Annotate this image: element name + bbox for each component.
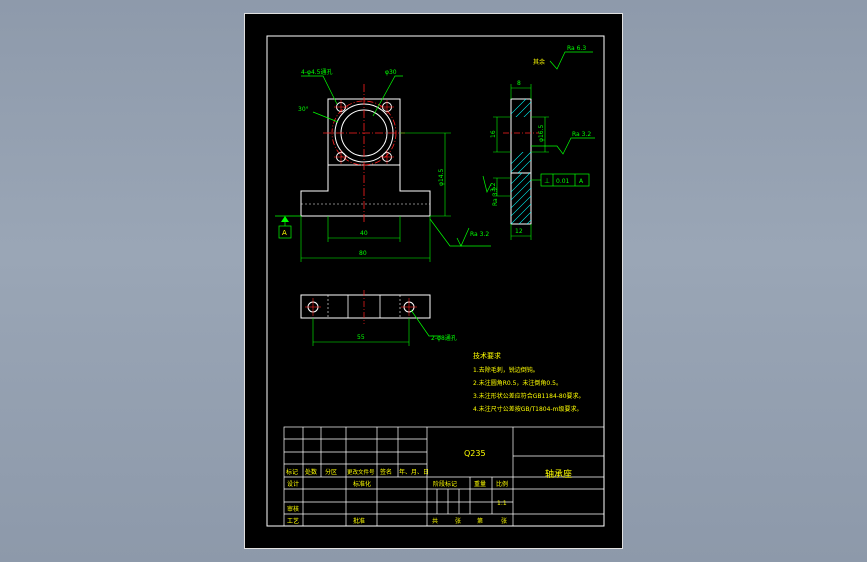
roughness-lower: Ra 3.2 — [492, 187, 499, 206]
row-review: 审核 — [287, 505, 299, 513]
notes-title: 技术要求 — [473, 351, 501, 360]
row-design: 设计 — [287, 480, 299, 488]
side-view: 8 16 φ16.5 3.2 12 Ra 6.3 其余 Ra 3.2 Ra 3.… — [482, 45, 595, 240]
note-item-3: 3.未注形状公差应符合GB1184-80要求。 — [473, 392, 585, 400]
row-process: 工艺 — [287, 517, 299, 525]
sheet-word: 张 — [455, 517, 461, 525]
front-view: 4-φ4.5通孔 φ30 30° φ14.5 40 80 Ra 3.2 A — [275, 68, 491, 262]
bottom-body — [300, 294, 431, 319]
note-item-2: 2.未注圆角R0.5，未注倒角0.5。 — [473, 379, 562, 387]
roughness-right: Ra 3.2 — [572, 131, 591, 138]
col-zone: 分区 — [325, 468, 337, 476]
overall-width-dim: 80 — [359, 250, 367, 257]
material-label: Q235 — [464, 449, 486, 458]
side-dim-mid: 3.2 — [490, 182, 497, 192]
col-date: 年、月、日 — [399, 468, 429, 476]
hole-leader — [301, 75, 338, 105]
row-standard: 标准化 — [353, 480, 371, 488]
tolerance-symbol: ⊥ — [544, 177, 550, 185]
col-sign: 签名 — [380, 468, 392, 476]
cbore-callout: φ30 — [385, 69, 397, 76]
hole-callout: 4-φ4.5通孔 — [301, 68, 332, 76]
col-count: 处数 — [305, 468, 317, 476]
inner-width-dim: 40 — [360, 230, 368, 237]
drawing-canvas: 4-φ4.5通孔 φ30 30° φ14.5 40 80 Ra 3.2 A — [266, 35, 605, 527]
col-change-doc: 更改文件号 — [347, 468, 375, 476]
technical-notes: 技术要求 1.去除毛刺，锐边倒钝。 2.未注圆角R0.5，未注倒角0.5。 3.… — [473, 351, 585, 413]
side-dim-left: 16 — [490, 130, 497, 138]
col-mark: 标记 — [286, 468, 298, 476]
tolerance-frame — [540, 173, 590, 187]
weight-label: 重量 — [474, 480, 486, 488]
section-hatch — [511, 173, 531, 224]
side-dim-top: 8 — [517, 80, 521, 87]
stage-label: 阶段标记 — [433, 480, 457, 488]
scale-value: 1:1 — [497, 500, 507, 507]
roughness-bottom: Ra 3.2 — [470, 231, 489, 238]
datum-label: A — [282, 229, 287, 237]
scale-label: 比例 — [496, 480, 508, 488]
side-base — [510, 172, 532, 225]
inner-frame — [266, 35, 605, 527]
title-block — [283, 426, 605, 527]
title-block-text: Q235 轴承座 标记 处数 分区 更改文件号 签名 年、月、日 设计 标准化 … — [286, 449, 572, 525]
bottom-hole-callout: 2-φ8通孔 — [431, 334, 457, 342]
part-name: 轴承座 — [545, 468, 572, 480]
tolerance-value: 0.01 — [556, 178, 570, 185]
row-approve: 批准 — [353, 517, 365, 525]
roughness-leader — [429, 218, 491, 247]
roughness-top: Ra 6.3 — [567, 45, 586, 52]
sheet-no: 第 — [477, 517, 483, 525]
note-item-4: 4.未注尺寸公差按GB/T1804-m级要求。 — [473, 405, 582, 413]
drawing-sheet: 4-φ4.5通孔 φ30 30° φ14.5 40 80 Ra 3.2 A — [244, 13, 623, 549]
note-item-1: 1.去除毛刺，锐边倒钝。 — [473, 366, 539, 374]
bottom-view: 55 2-φ8通孔 — [300, 290, 457, 346]
base-body — [300, 165, 431, 217]
sheet-word2: 张 — [501, 517, 507, 525]
side-dim-right: φ16.5 — [538, 125, 545, 143]
datum-box — [278, 225, 292, 239]
roughness-other-label: 其余 — [533, 58, 545, 66]
cbore-leader — [372, 75, 403, 117]
angle-callout: 30° — [298, 106, 309, 113]
tolerance-datum: A — [579, 178, 584, 185]
height-dim: φ14.5 — [438, 169, 445, 187]
sheet-total: 共 — [432, 517, 438, 525]
side-dim-bottom: 12 — [515, 228, 523, 235]
bottom-width-dim: 55 — [357, 334, 365, 341]
